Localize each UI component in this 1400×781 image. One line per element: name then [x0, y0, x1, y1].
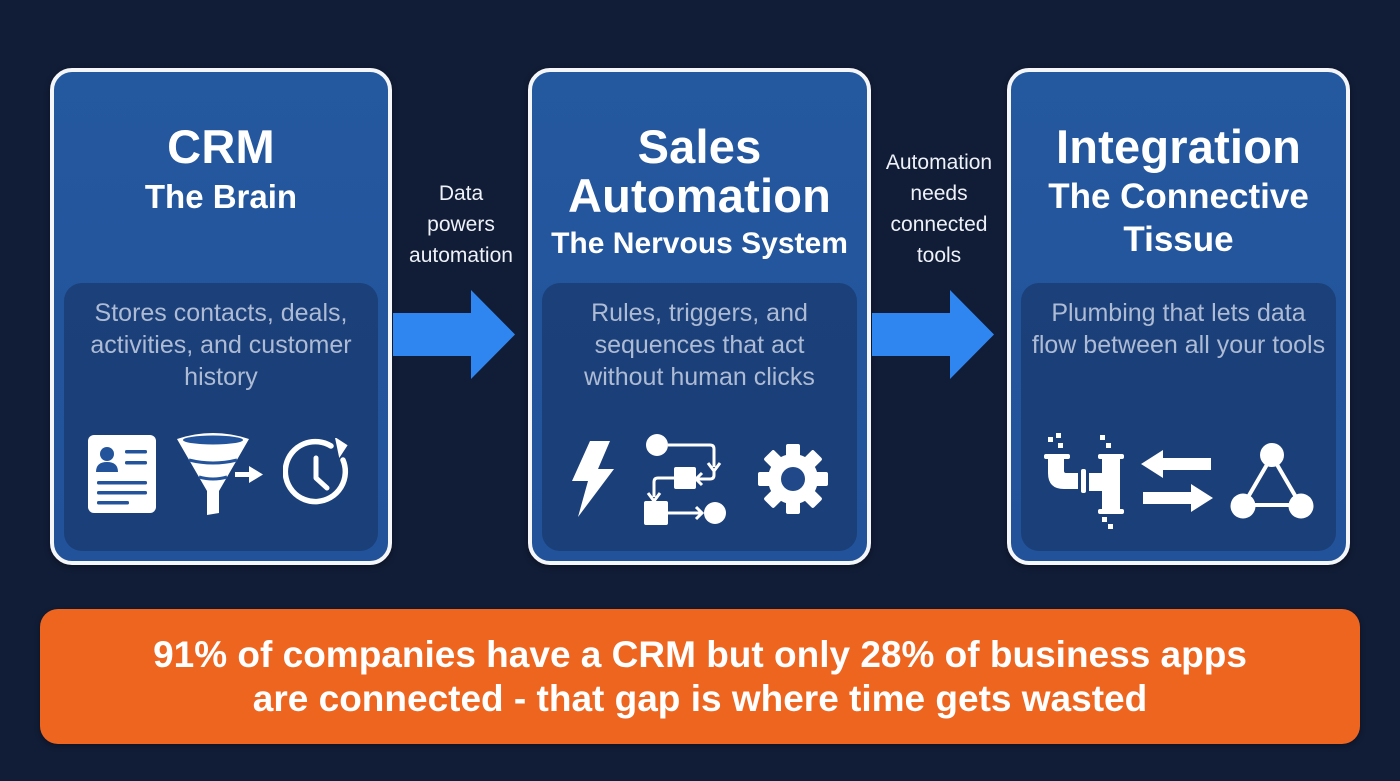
connector-label-line: automation: [409, 244, 513, 267]
connector-label-line: connected: [890, 213, 988, 236]
sales-automation-card: Sales Automation The Nervous System Rule…: [528, 68, 871, 565]
integration-card-titles: Integration The Connective Tissue: [1011, 122, 1346, 261]
pipes-icon: [1043, 433, 1124, 529]
connector-label-automation-needs-connected-tools: Automation needs connected tools: [872, 147, 1006, 271]
arrow-right-icon: [393, 290, 517, 384]
crm-description: Stores contacts, deals, activities, and …: [90, 299, 352, 391]
history-clock-icon: [283, 438, 355, 510]
banner-line-1: 91% of companies have a CRM but only 28%…: [153, 633, 1247, 675]
integration-card: Integration The Connective Tissue Plumbi…: [1007, 68, 1350, 565]
workflow-icon: [644, 433, 728, 525]
gear-icon: [757, 443, 829, 515]
sales-automation-title-line1: Sales: [637, 120, 762, 173]
connector-label-data-powers-automation: Data powers automation: [394, 178, 528, 271]
connector-label-line: needs: [910, 182, 968, 205]
funnel-icon: [175, 433, 265, 515]
crm-card: CRM The Brain Stores contacts, deals, ac…: [50, 68, 392, 565]
connector-label-line: tools: [916, 244, 962, 267]
crm-title: CRM: [167, 120, 275, 173]
crm-card-titles: CRM The Brain: [54, 122, 388, 218]
sales-automation-title-line2: Automation: [567, 169, 832, 222]
statistic-banner-text: 91% of companies have a CRM but only 28%…: [153, 633, 1247, 721]
connector-label-line: Data: [438, 182, 484, 205]
network-triangle-icon: [1230, 442, 1314, 520]
sales-automation-description: Rules, triggers, and sequences that act …: [584, 299, 815, 391]
statistic-banner: 91% of companies have a CRM but only 28%…: [40, 609, 1360, 744]
banner-line-2: are connected - that gap is where time g…: [252, 677, 1148, 719]
contact-card-icon: [87, 434, 157, 514]
swap-arrows-icon: [1140, 450, 1213, 512]
sales-automation-card-titles: Sales Automation The Nervous System: [532, 122, 867, 265]
integration-subtitle-line1: The Connective: [1048, 177, 1309, 216]
connector-label-line: Automation: [885, 151, 993, 174]
arrow-right-icon: [872, 290, 996, 384]
crm-subtitle: The Brain: [144, 178, 298, 215]
sales-automation-icon-row: [542, 433, 857, 525]
sales-automation-subtitle: The Nervous System: [551, 227, 848, 260]
integration-description: Plumbing that lets data flow between all…: [1031, 299, 1326, 359]
sales-automation-description-panel: Rules, triggers, and sequences that act …: [542, 283, 857, 551]
integration-icon-row: [1021, 433, 1336, 529]
lightning-bolt-icon: [570, 441, 616, 517]
crm-description-panel: Stores contacts, deals, activities, and …: [64, 283, 378, 551]
integration-title: Integration: [1055, 120, 1302, 173]
integration-description-panel: Plumbing that lets data flow between all…: [1021, 283, 1336, 551]
crm-icon-row: [64, 433, 378, 515]
connector-label-line: powers: [427, 213, 495, 236]
integration-subtitle-line2: Tissue: [1123, 220, 1234, 259]
